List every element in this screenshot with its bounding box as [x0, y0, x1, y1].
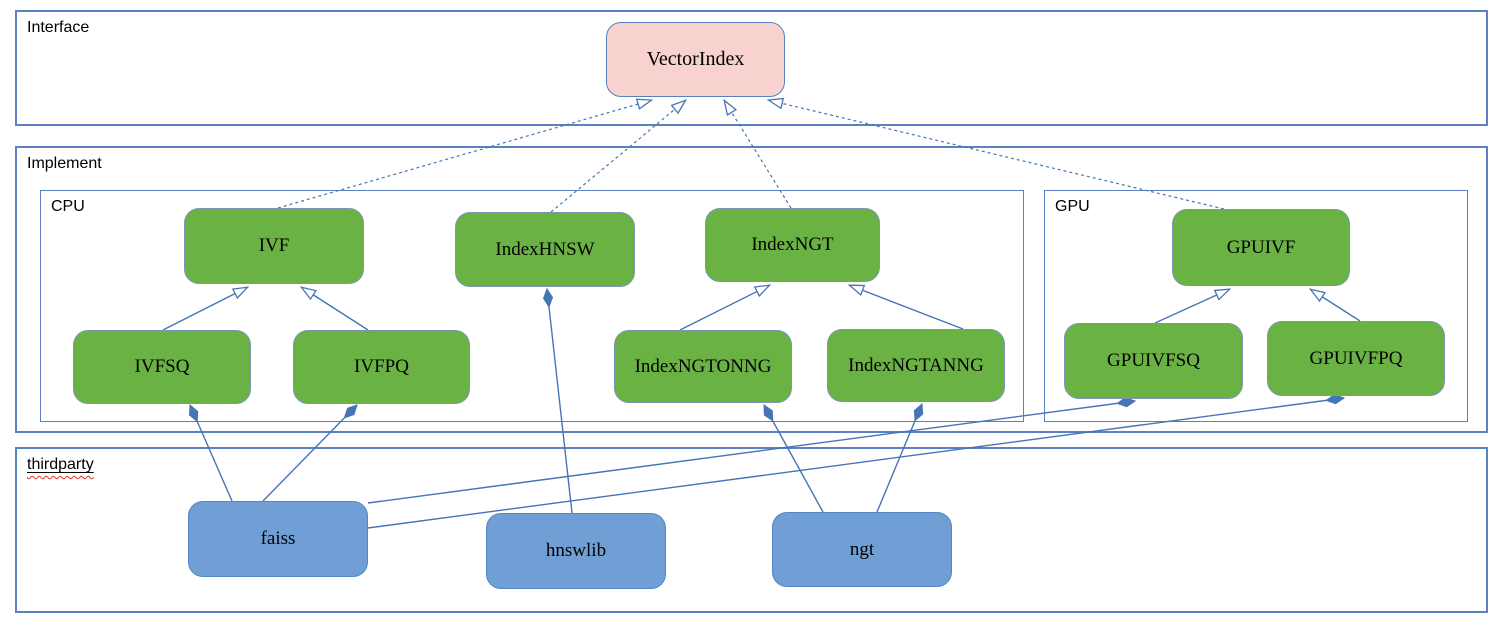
section-label-implement: Implement: [27, 155, 102, 172]
node-label-ngt: ngt: [849, 538, 875, 560]
edge-composition-faiss-to-ivfsq: [190, 405, 233, 502]
node-gpuivf: GPUIVF: [1172, 209, 1350, 286]
section-label-cpu: CPU: [51, 198, 85, 215]
node-ivfsq: IVFSQ: [73, 330, 251, 404]
node-label-indexhnsw: IndexHNSW: [495, 238, 595, 260]
edge-inheritance-gpuivfsq-to-gpuivf: [1154, 288, 1230, 324]
node-ngt: ngt: [772, 512, 952, 587]
node-label-gpuivfsq: GPUIVFSQ: [1107, 350, 1200, 371]
edge-composition-ngt-to-indexngtanng: [876, 404, 922, 513]
node-label-gpuivfpq: GPUIVFPQ: [1309, 347, 1403, 369]
node-label-indexngtonng: IndexNGTONNG: [634, 355, 772, 377]
node-label-ivf: IVF: [258, 235, 290, 256]
edge-inheritance-indexngtonng-to-indexngt: [679, 285, 770, 331]
node-indexngtonng: IndexNGTONNG: [614, 330, 792, 403]
node-label-faiss: faiss: [260, 528, 296, 549]
node-label-indexngt: IndexNGT: [751, 234, 834, 255]
node-label-gpuivf: GPUIVF: [1226, 236, 1296, 258]
edge-realization-indexhnsw-to-vectorindex: [550, 100, 686, 213]
node-faiss: faiss: [188, 501, 368, 577]
edge-realization-ivf-to-vectorindex: [277, 100, 652, 209]
node-label-indexngtanng: IndexNGTANNG: [848, 354, 984, 376]
node-ivfpq: IVFPQ: [293, 330, 470, 404]
edge-inheritance-gpuivfpq-to-gpuivf: [1310, 289, 1361, 322]
node-label-hnswlib: hnswlib: [545, 540, 607, 561]
section-label-gpu: GPU: [1055, 198, 1090, 215]
node-indexngt: IndexNGT: [705, 208, 880, 282]
node-ivf: IVF: [184, 208, 364, 284]
section-label-thirdparty: thirdparty: [27, 456, 94, 474]
edge-composition-faiss-to-gpuivfpq: [367, 398, 1344, 529]
node-label-ivfsq: IVFSQ: [134, 356, 190, 377]
edge-realization-indexngt-to-vectorindex: [724, 100, 792, 209]
node-indexhnsw: IndexHNSW: [455, 212, 635, 287]
node-hnswlib: hnswlib: [486, 513, 666, 589]
edge-inheritance-ivfsq-to-ivf: [162, 287, 248, 331]
edge-realization-gpuivf-to-vectorindex: [768, 100, 1225, 210]
section-label-text-thirdparty: thirdparty: [27, 456, 94, 473]
edge-composition-faiss-to-ivfpq: [262, 405, 357, 502]
edge-composition-ngt-to-indexngtonng: [763, 405, 824, 513]
node-label-ivfpq: IVFPQ: [354, 356, 409, 377]
node-indexngtanng: IndexNGTANNG: [827, 329, 1005, 402]
node-gpuivfsq: GPUIVFSQ: [1064, 323, 1243, 399]
node-label-vectorindex: VectorIndex: [646, 48, 745, 70]
node-vectorindex: VectorIndex: [606, 22, 785, 97]
section-label-interface: Interface: [27, 19, 90, 36]
node-gpuivfpq: GPUIVFPQ: [1267, 321, 1445, 396]
edge-composition-faiss-to-gpuivfsq: [367, 401, 1135, 504]
edge-inheritance-ivfpq-to-ivf: [301, 287, 369, 331]
edge-inheritance-indexngtanng-to-indexngt: [849, 284, 964, 330]
edge-composition-hnswlib-to-indexhnsw: [547, 289, 573, 514]
